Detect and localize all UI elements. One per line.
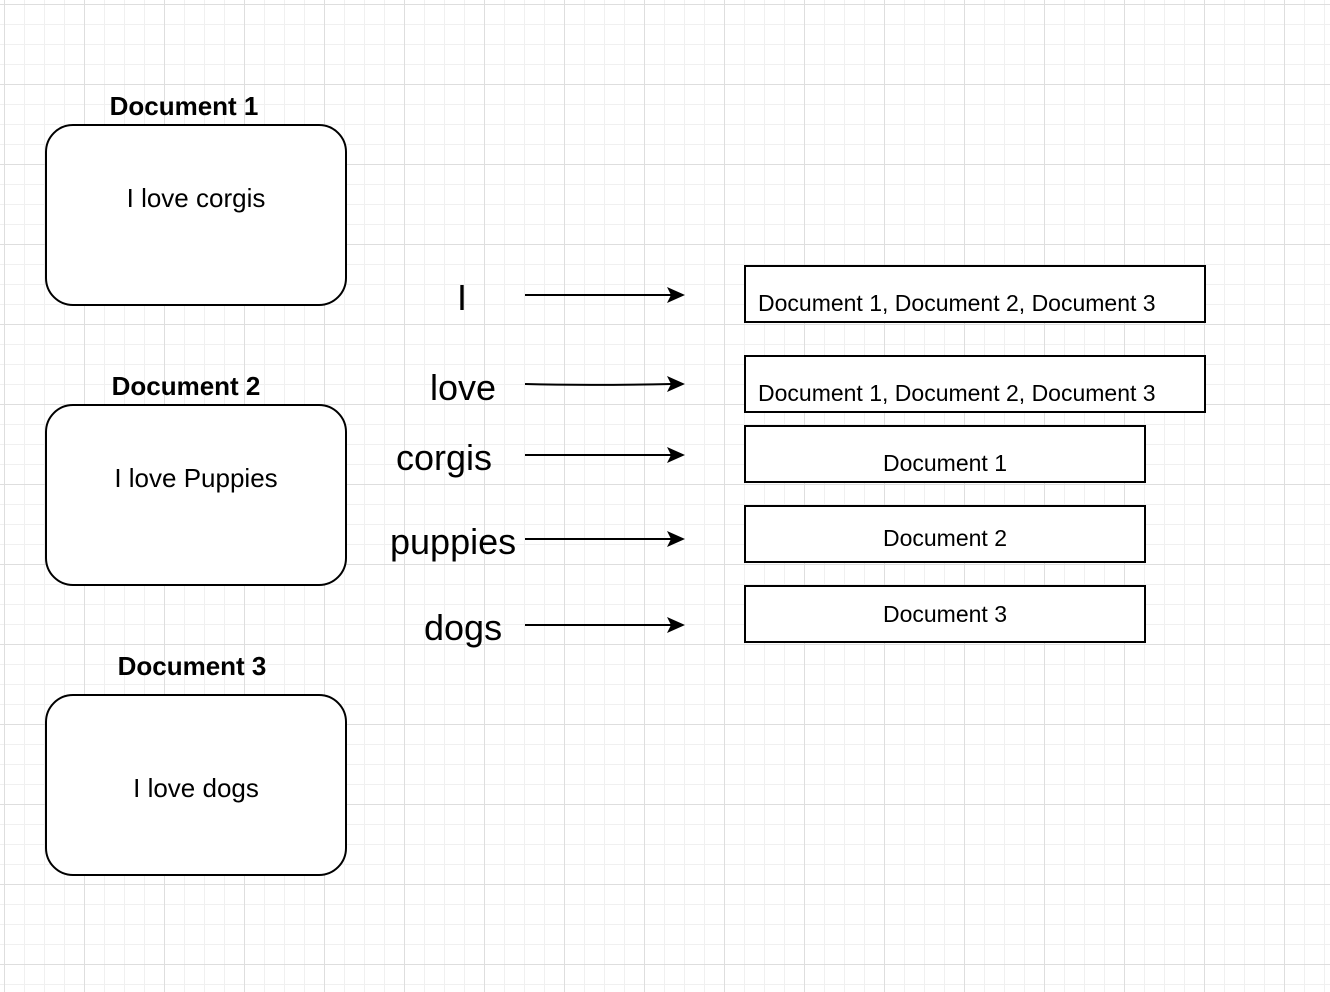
postings-text-corgis: Document 1 bbox=[882, 450, 1007, 476]
document-1-text: I love corgis bbox=[126, 183, 266, 213]
document-2-box[interactable]: I love Puppies bbox=[45, 404, 347, 586]
document-1-title: Document 1 bbox=[109, 91, 259, 121]
document-2-title: Document 2 bbox=[111, 371, 261, 401]
postings-text-love: Document 1, Document 2, Document 3 bbox=[758, 380, 1156, 406]
arrowhead-dogs bbox=[667, 617, 685, 633]
document-3-box[interactable]: I love dogs bbox=[45, 694, 347, 876]
arrowhead-puppies bbox=[667, 531, 685, 547]
term-dogs: dogs bbox=[424, 607, 503, 648]
postings-text-dogs: Document 3 bbox=[882, 601, 1007, 627]
arrowhead-i bbox=[667, 287, 685, 303]
document-1-box[interactable]: I love corgis bbox=[45, 124, 347, 306]
term-puppies: puppies bbox=[390, 521, 517, 562]
term-i: I bbox=[457, 277, 468, 318]
term-love: love bbox=[430, 367, 497, 408]
postings-text-i: Document 1, Document 2, Document 3 bbox=[758, 290, 1156, 316]
postings-box-dogs[interactable]: Document 3 bbox=[744, 585, 1146, 643]
postings-box-love[interactable]: Document 1, Document 2, Document 3 bbox=[744, 355, 1206, 413]
arrowhead-corgis bbox=[667, 447, 685, 463]
postings-box-puppies[interactable]: Document 2 bbox=[744, 505, 1146, 563]
postings-box-i[interactable]: Document 1, Document 2, Document 3 bbox=[744, 265, 1206, 323]
term-corgis: corgis bbox=[396, 437, 493, 478]
document-2-text: I love Puppies bbox=[114, 463, 278, 493]
document-3-text: I love dogs bbox=[133, 773, 259, 803]
postings-text-puppies: Document 2 bbox=[882, 525, 1007, 551]
document-3-title: Document 3 bbox=[117, 651, 267, 681]
arrowhead-love bbox=[667, 376, 685, 392]
postings-box-corgis[interactable]: Document 1 bbox=[744, 425, 1146, 483]
arrow-love bbox=[524, 383, 673, 386]
